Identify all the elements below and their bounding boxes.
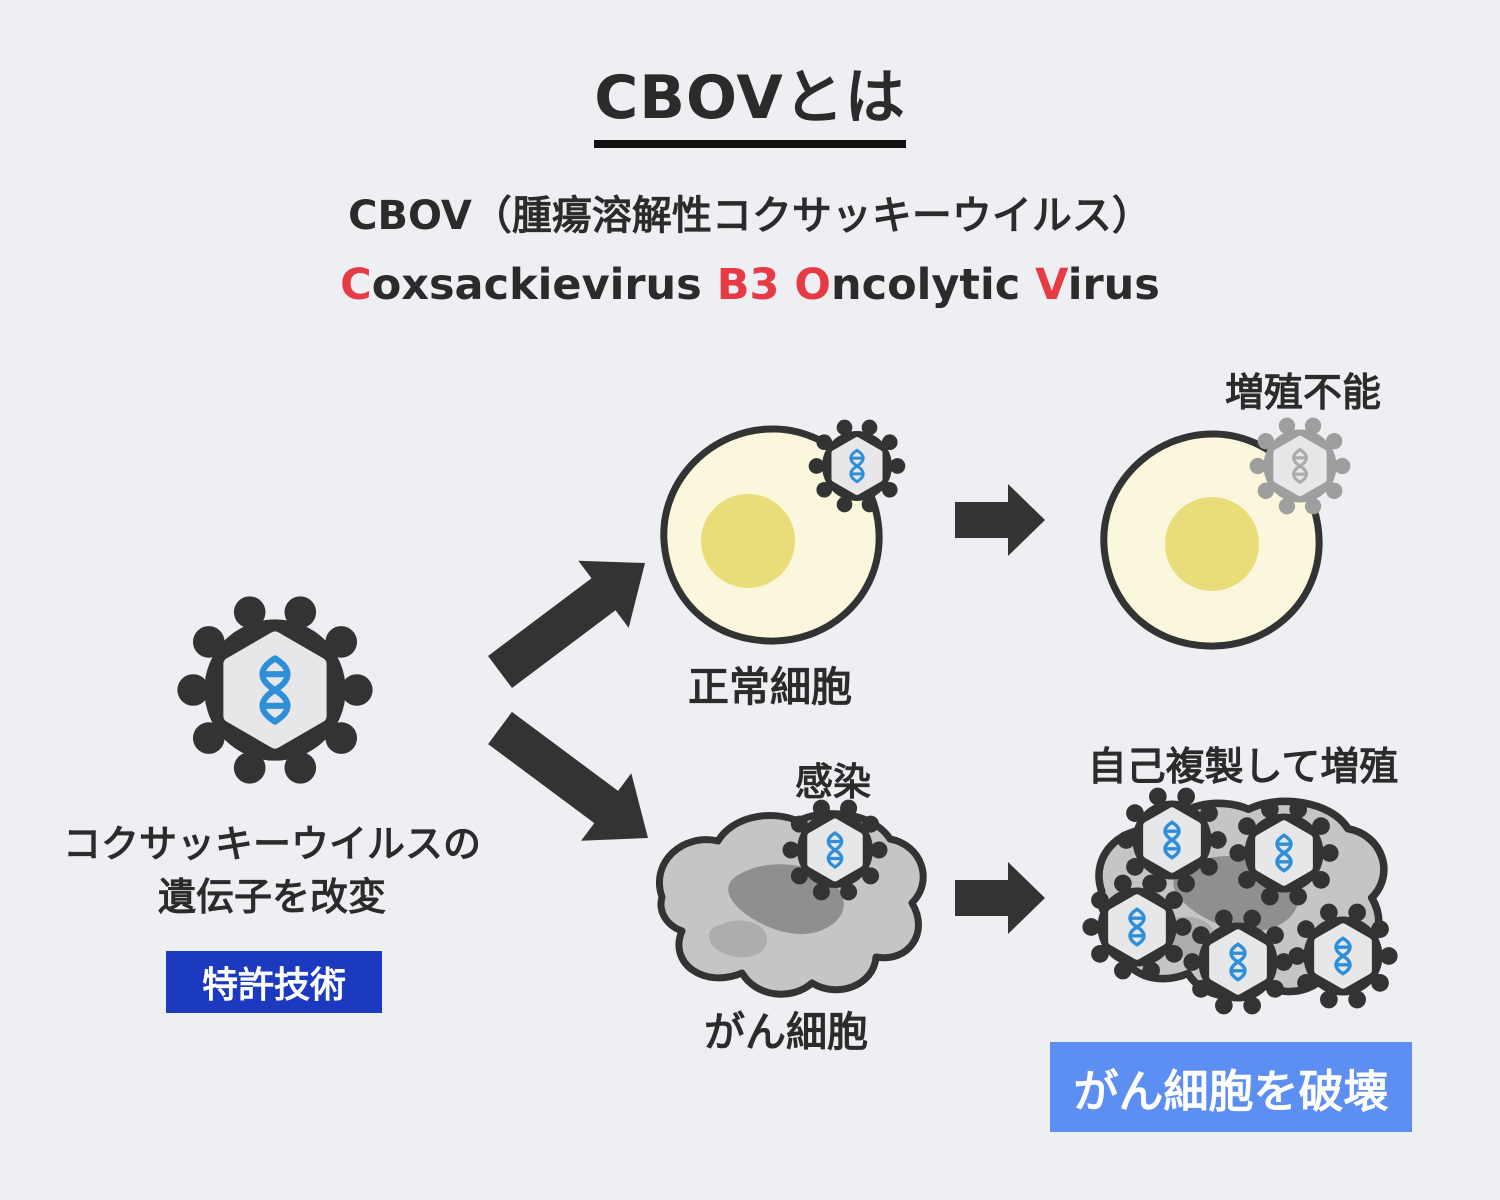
arrow-cancer-result — [955, 862, 1045, 934]
cell-nucleus — [701, 494, 795, 588]
acronym-rest-o: ncolytic — [830, 260, 1021, 310]
cancer-cell-label: がん細胞 — [704, 1008, 868, 1056]
normal-cell — [660, 425, 883, 645]
acronym-letter-v: V — [1035, 260, 1068, 310]
acronym-letter-c: C — [340, 260, 372, 310]
header: CBOVとは CBOV（腫瘍溶解性コクサッキーウイルス） Coxsackievi… — [0, 68, 1500, 312]
normal-cell-label: 正常細胞 — [688, 663, 852, 711]
self-replication-label: 自己複製して増殖 — [1087, 745, 1399, 790]
page-title: CBOVとは — [594, 63, 906, 133]
patent-badge: 特許技術 — [166, 951, 382, 1013]
arrow-to-normal-cell — [488, 560, 645, 688]
acronym-letter-b3: B3 — [716, 260, 780, 310]
virus-caption: コクサッキーウイルスの 遺伝子を改変 — [63, 818, 481, 924]
virus-caption-line1: コクサッキーウイルスの — [62, 822, 482, 866]
no-replication-label: 増殖不能 — [1224, 371, 1382, 416]
acronym-rest-c: oxsackievirus — [371, 260, 702, 310]
acronym-letter-o: O — [794, 260, 831, 310]
destroy-badge: がん細胞を破壊 — [1050, 1042, 1412, 1132]
acronym-rest-v: irus — [1067, 260, 1160, 310]
virus-caption-line2: 遺伝子を改変 — [157, 875, 387, 920]
arrow-normal-result — [955, 484, 1045, 556]
infection-label: 感染 — [794, 760, 872, 804]
cancer-cell — [659, 814, 923, 995]
acronym-line: Coxsackievirus B3 Oncolytic Virus — [0, 260, 1500, 312]
arrow-to-cancer-cell — [488, 711, 648, 841]
cbov-virus-icon — [177, 596, 372, 783]
subtitle-japanese: CBOV（腫瘍溶解性コクサッキーウイルス） — [348, 193, 1152, 239]
cell-nucleus — [1165, 497, 1259, 591]
title-underline — [594, 140, 906, 148]
